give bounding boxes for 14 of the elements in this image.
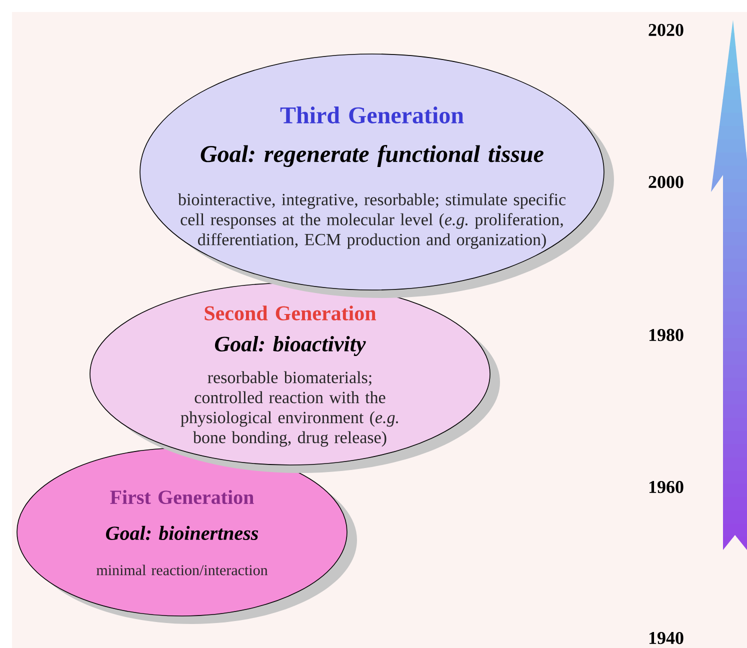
year-label: 2000	[648, 176, 684, 188]
goal-text: Goal: bioactivity	[215, 336, 366, 356]
year-label: 1980	[649, 328, 684, 342]
body-text: minimal reaction/interaction	[96, 564, 268, 576]
year-label: 1960	[649, 480, 684, 494]
heading-text: Second Generation	[204, 306, 376, 320]
year-label: 1940	[649, 632, 684, 644]
heading-text: First Generation	[110, 490, 254, 504]
goal-text: Goal: regenerate functional tissue	[200, 145, 544, 167]
body-text: biointeractive, integrative, resorbable; stimulate specific cell responses at the molecular level (e.g. proliferation, differentiation, ECM production and organization)	[178, 193, 566, 249]
heading-text: Third Generation	[280, 106, 464, 124]
body-text: resorbable biomaterials; controlled reaction with the physiological environment (e.g. bone bonding, drug release)	[180, 371, 398, 447]
year-label: 2020	[648, 24, 684, 36]
goal-text: Goal: bioinertness	[106, 526, 258, 540]
